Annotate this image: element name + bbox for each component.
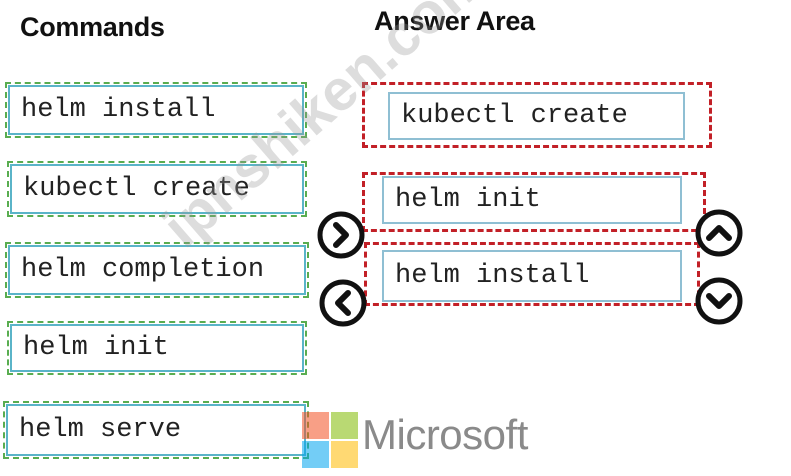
move-up-button[interactable] [694,208,744,258]
chevron-right-icon [317,211,365,259]
command-item-helm-init[interactable]: helm init [7,321,307,375]
logo-square-blue [302,441,329,468]
answer-area-heading: Answer Area [374,6,535,36]
answer-slot-2[interactable] [362,172,706,232]
chevron-left-icon [319,279,367,327]
answer-item-helm-init[interactable]: helm init [382,176,682,224]
command-item-helm-serve[interactable]: helm serve [3,401,309,459]
microsoft-logo-icon [302,412,358,468]
answer-slot-1[interactable] [362,82,712,148]
answer-item-helm-install[interactable]: helm install [382,250,682,302]
commands-heading: Commands [20,12,165,42]
logo-square-yellow [331,441,358,468]
move-right-button[interactable] [316,210,366,260]
microsoft-brand-text: Microsoft [362,411,528,458]
answer-item-kubectl-create[interactable]: kubectl create [388,92,685,140]
command-item-kubectl-create[interactable]: kubectl create [7,161,307,217]
logo-square-green [331,412,358,439]
chevron-up-icon [695,209,743,257]
answer-slot-3[interactable] [364,242,700,306]
logo-square-red [302,412,329,439]
move-left-button[interactable] [318,278,368,328]
move-down-button[interactable] [694,276,744,326]
chevron-down-icon [695,277,743,325]
command-item-helm-install[interactable]: helm install [5,82,307,138]
command-item-helm-completion[interactable]: helm completion [5,242,309,298]
